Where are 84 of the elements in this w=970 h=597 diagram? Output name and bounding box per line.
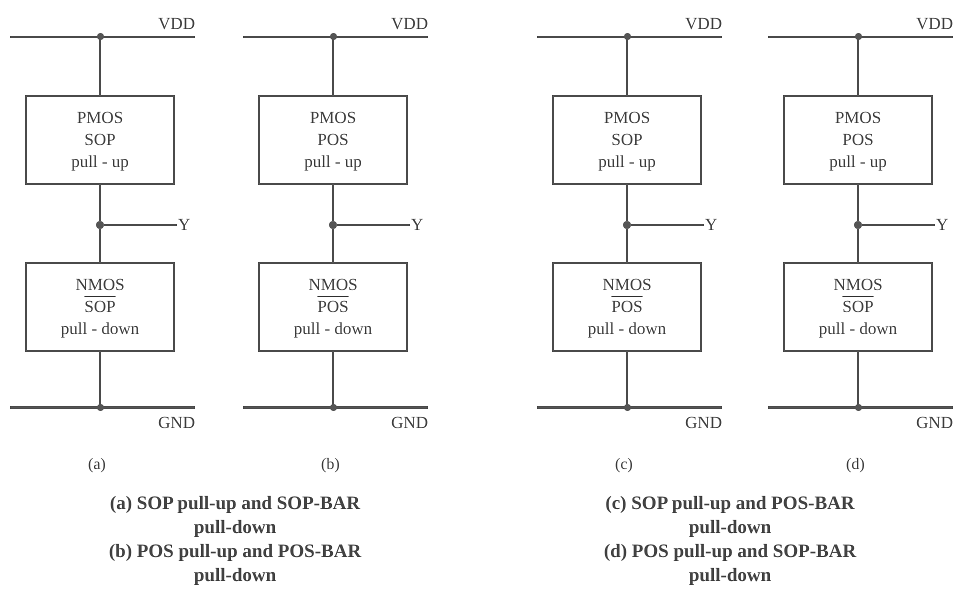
panel-label: (d) xyxy=(846,456,865,474)
box-label: NMOS xyxy=(75,274,125,296)
wire xyxy=(862,224,935,226)
rail-label: GND xyxy=(916,413,953,433)
box-label: NMOS xyxy=(602,274,652,296)
wire xyxy=(99,352,101,406)
panel-label: (a) xyxy=(88,456,106,474)
box-label: POS xyxy=(842,129,874,151)
wire xyxy=(332,229,334,262)
wire xyxy=(631,224,704,226)
transistor-network-box xyxy=(552,95,702,185)
caption: (b) POS pull-up and POS-BAR pull-down xyxy=(108,540,362,588)
junction-dot xyxy=(96,221,104,229)
complement-label: SOP xyxy=(842,296,874,318)
box-label: POS xyxy=(317,129,349,151)
output-label: Y xyxy=(936,215,950,235)
rail-label: VDD xyxy=(158,14,195,34)
wire xyxy=(99,38,101,95)
transistor-network-box xyxy=(258,262,408,352)
wire xyxy=(337,224,410,226)
wire xyxy=(857,229,859,262)
rail-label: VDD xyxy=(391,14,428,34)
rail-label: GND xyxy=(158,413,195,433)
wire xyxy=(626,352,628,406)
wire xyxy=(626,229,628,262)
supply-rail xyxy=(768,16,953,38)
box-label: NMOS xyxy=(308,274,358,296)
box-label: pull - up xyxy=(71,151,129,173)
panel-label: (b) xyxy=(321,456,340,474)
transistor-network-box xyxy=(25,95,175,185)
output-label: Y xyxy=(178,215,192,235)
junction-dot xyxy=(329,221,337,229)
complement-label: SOP xyxy=(84,296,116,318)
box-label: PMOS xyxy=(834,107,882,129)
ground-rail xyxy=(10,406,195,430)
wire xyxy=(99,229,101,262)
transistor-network-box xyxy=(258,95,408,185)
wire xyxy=(332,185,334,221)
wire xyxy=(332,352,334,406)
box-label: NMOS xyxy=(833,274,883,296)
panel-label: (c) xyxy=(615,456,633,474)
box-label: pull - down xyxy=(818,318,898,340)
box-label: SOP xyxy=(84,129,116,151)
complement-label: POS xyxy=(611,296,643,318)
transistor-network-box xyxy=(783,262,933,352)
caption: (d) POS pull-up and SOP-BAR pull-down xyxy=(602,540,858,588)
supply-rail xyxy=(537,16,722,38)
junction-dot xyxy=(854,221,862,229)
rail-label: GND xyxy=(685,413,722,433)
transistor-network-box xyxy=(783,95,933,185)
transistor-network-box xyxy=(552,262,702,352)
wire xyxy=(857,185,859,221)
supply-rail xyxy=(243,16,428,38)
ground-rail xyxy=(768,406,953,430)
box-label: pull - up xyxy=(829,151,887,173)
supply-rail xyxy=(10,16,195,38)
caption: (a) SOP pull-up and SOP-BAR pull-down xyxy=(108,492,362,540)
box-label: pull - up xyxy=(304,151,362,173)
rail-label: VDD xyxy=(916,14,953,34)
wire xyxy=(857,38,859,95)
output-label: Y xyxy=(705,215,719,235)
box-label: PMOS xyxy=(76,107,124,129)
wire xyxy=(626,38,628,95)
rail-label: GND xyxy=(391,413,428,433)
rail-label: VDD xyxy=(685,14,722,34)
transistor-network-box xyxy=(25,262,175,352)
caption: (c) SOP pull-up and POS-BAR pull-down xyxy=(604,492,856,540)
box-label: pull - down xyxy=(294,318,372,340)
complement-label: POS xyxy=(317,296,349,318)
wire xyxy=(104,224,177,226)
junction-dot xyxy=(623,221,631,229)
ground-rail xyxy=(537,406,722,430)
output-label: Y xyxy=(411,215,425,235)
wire xyxy=(626,185,628,221)
box-label: PMOS xyxy=(310,107,356,129)
wire xyxy=(857,352,859,406)
box-label: pull - up xyxy=(598,151,656,173)
wire xyxy=(332,38,334,95)
box-label: SOP xyxy=(611,129,643,151)
ground-rail xyxy=(243,406,428,430)
box-label: PMOS xyxy=(604,107,650,129)
box-label: pull - down xyxy=(60,318,140,340)
box-label: pull - down xyxy=(588,318,666,340)
wire xyxy=(99,185,101,221)
